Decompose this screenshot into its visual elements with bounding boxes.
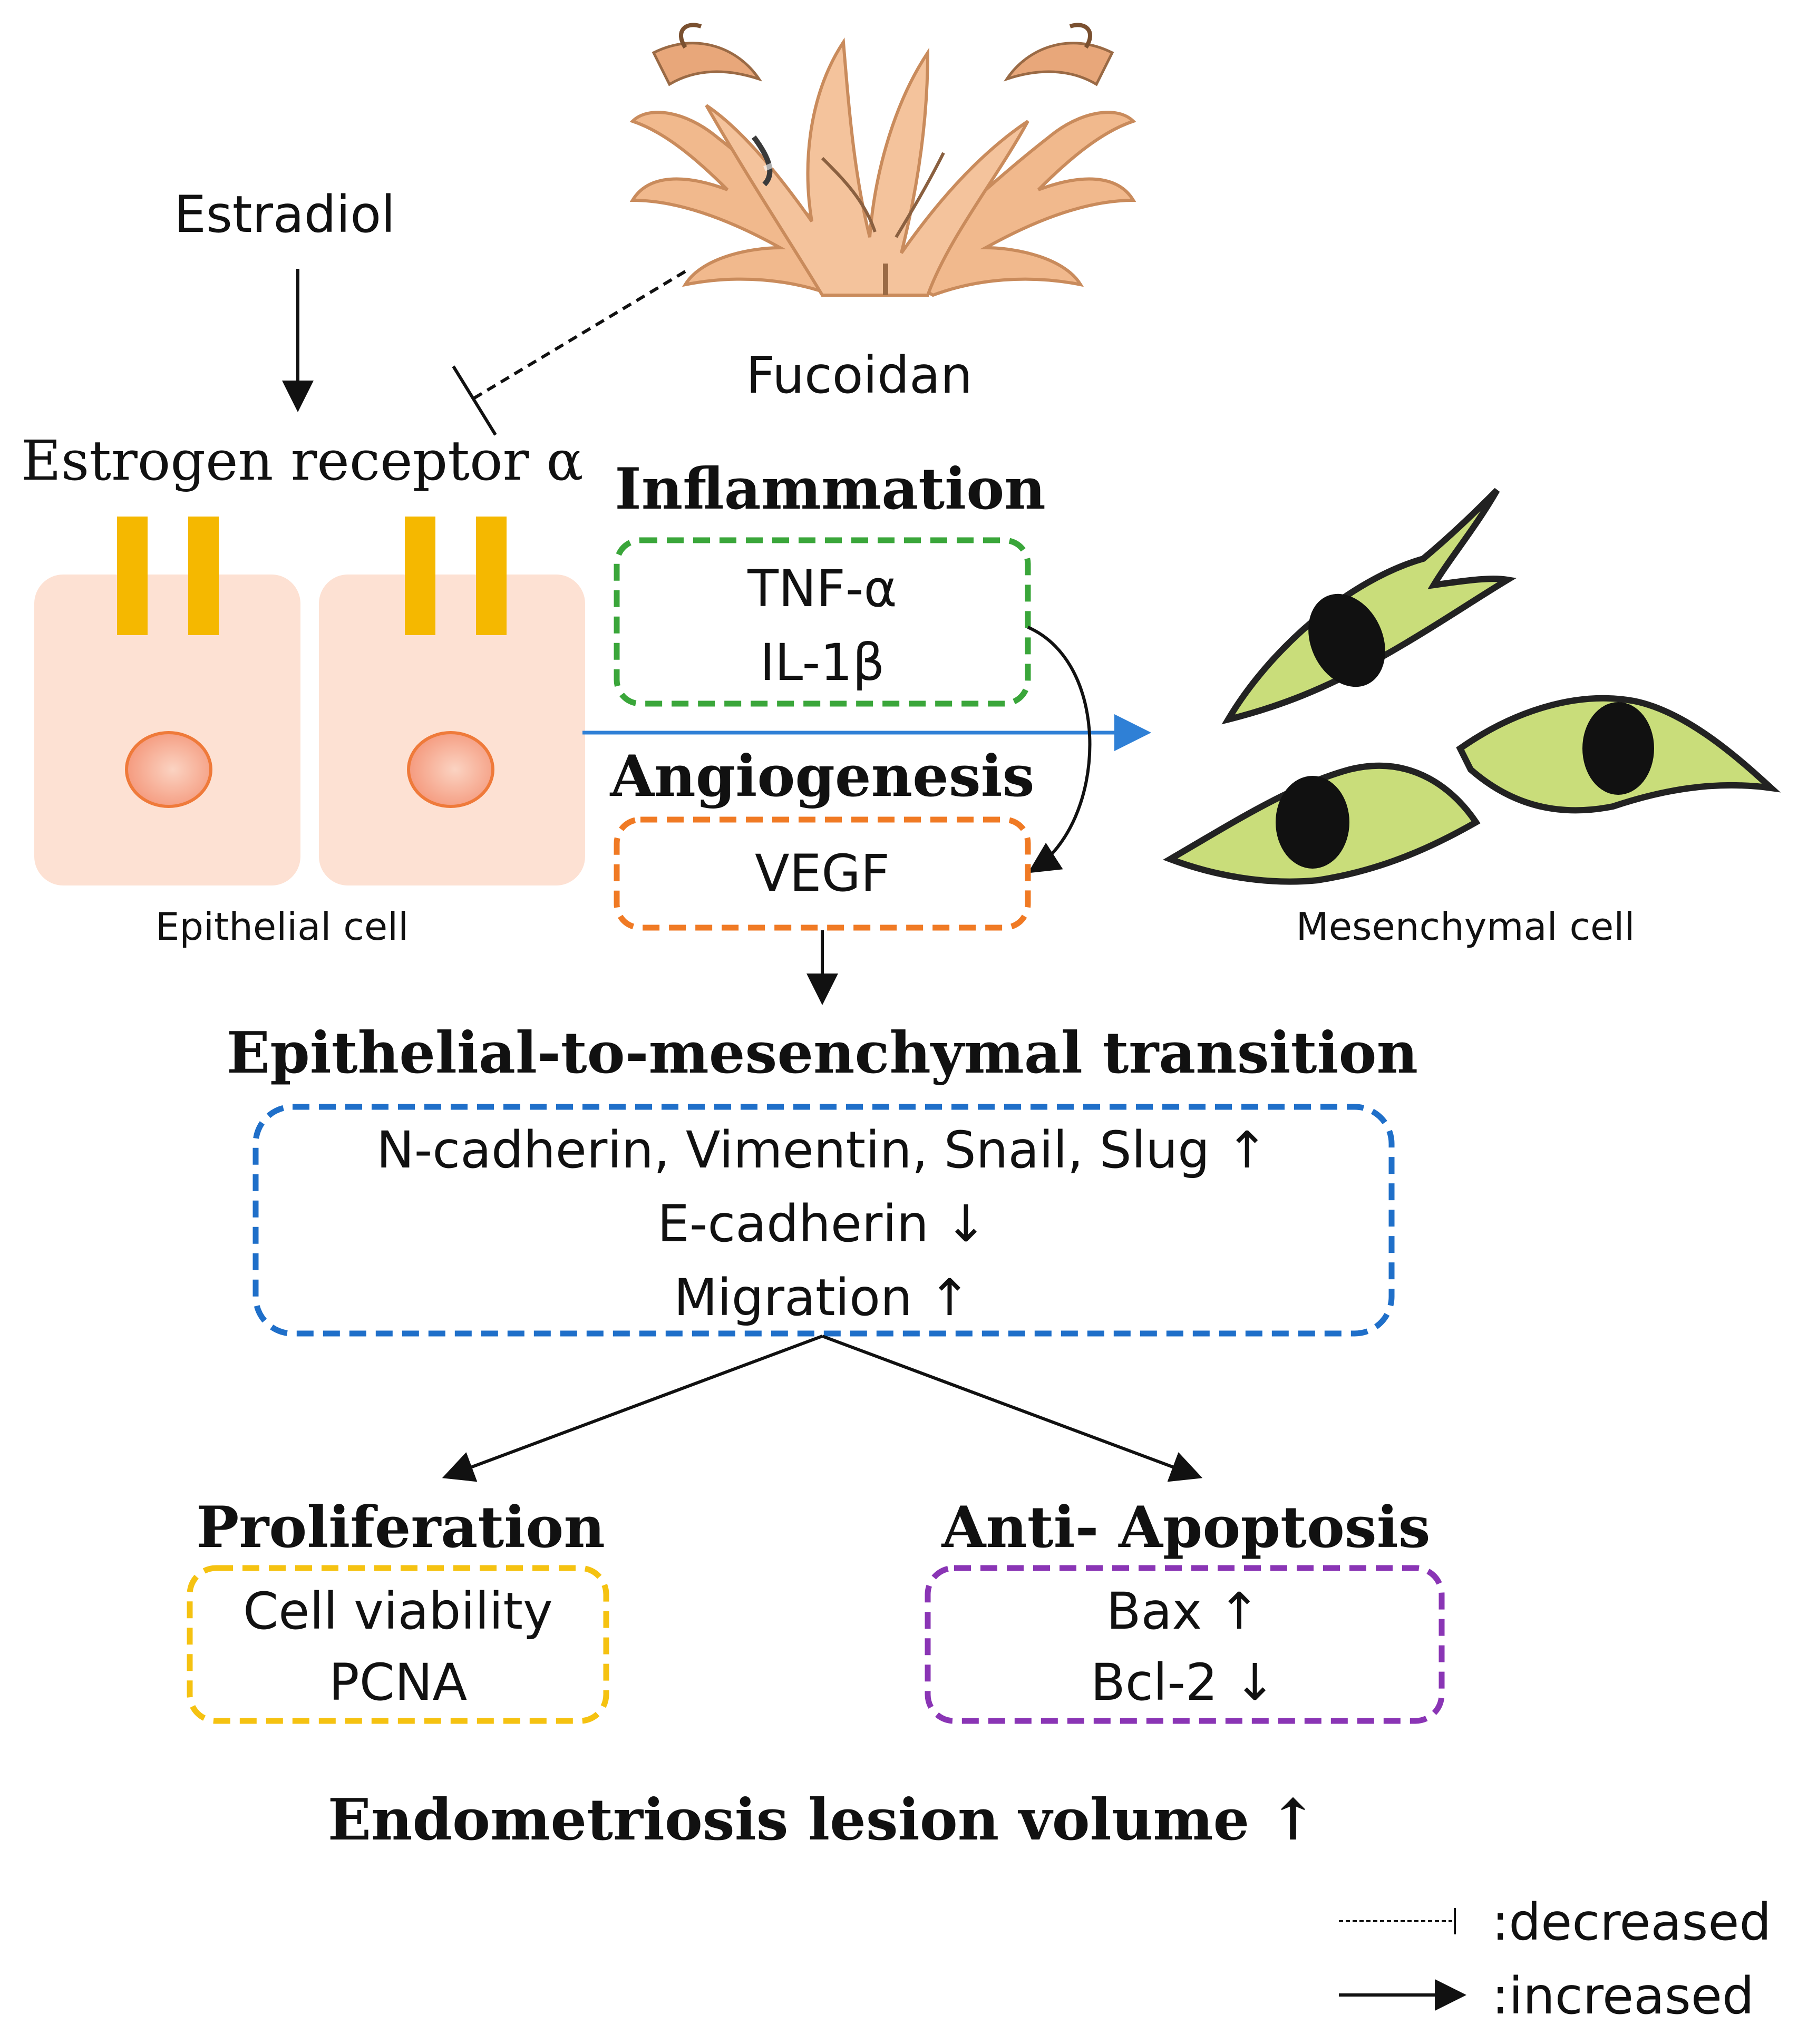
angiogenesis-title: Angiogenesis	[610, 743, 1035, 810]
inflammation-item: IL-1β	[760, 633, 885, 692]
proliferation-item: PCNA	[329, 1653, 467, 1712]
proliferation-item: Cell viability	[243, 1582, 553, 1641]
legend-decreased-label: :decreased	[1492, 1893, 1771, 1952]
receptor-bar	[405, 517, 435, 635]
apoptosis-item: Bax ↑	[1106, 1582, 1260, 1641]
apoptosis-box	[925, 1565, 1445, 1724]
emt-item: N-cadherin, Vimentin, Snail, Slug ↑	[376, 1121, 1268, 1180]
proliferation-title: Proliferation	[196, 1494, 605, 1561]
legend: :decreased :increased	[1339, 1893, 1771, 2026]
receptor-bar	[476, 517, 507, 635]
proliferation-box	[187, 1565, 609, 1724]
mesenchymal-cells	[1163, 488, 1781, 885]
mesenchymal-nucleus	[1582, 702, 1654, 795]
apoptosis-item: Bcl-2 ↓	[1091, 1653, 1276, 1712]
inflammation-to-vegf-arrow	[1027, 626, 1092, 873]
emt-item: Migration ↑	[674, 1268, 971, 1327]
mesenchymal-nucleus	[1276, 776, 1349, 869]
cell-nucleus	[407, 731, 494, 808]
emt-to-apoptosis-arrow	[821, 1335, 1203, 1482]
epithelial-cell-2	[319, 575, 585, 885]
legend-increased-label: :increased	[1492, 1967, 1754, 2026]
mesenchymal-cell-label: Mesenchymal cell	[1296, 904, 1635, 949]
receptor-bar	[117, 517, 148, 635]
inhibition-bar	[452, 365, 497, 436]
epithelial-cell-label: Epithelial cell	[155, 904, 409, 949]
epithelial-cells	[34, 517, 585, 885]
estradiol-label: Estradiol	[174, 185, 395, 244]
fucoidan-seaweed-image	[629, 23, 1136, 297]
emt-to-proliferation-arrow	[442, 1335, 823, 1482]
emt-item: E-cadherin ↓	[657, 1194, 987, 1253]
epithelial-cell-1	[34, 575, 300, 885]
apoptosis-title: Anti- Apoptosis	[941, 1494, 1430, 1561]
fucoidan-label: Fucoidan	[746, 346, 973, 405]
mesenchymal-nucleus	[1308, 593, 1385, 687]
cell-nucleus	[125, 731, 212, 808]
mesenchymal-cell	[1221, 488, 1517, 725]
inflammation-item: TNF-α	[747, 559, 897, 618]
emt-box	[252, 1104, 1395, 1337]
receptor-bar	[188, 517, 219, 635]
outcome-label: Endometriosis lesion volume ↑	[328, 1787, 1317, 1853]
angiogenesis-item: VEGF	[755, 844, 890, 903]
inflammation-box	[614, 537, 1031, 707]
fucoidan-inhibition-line	[473, 270, 686, 400]
emt-title: Epithelial-to-mesenchymal transition	[227, 1020, 1418, 1086]
estrogen-receptor-label: Estrogen receptor α	[21, 429, 584, 493]
angiogenesis-box	[614, 816, 1031, 931]
inflammation-title: Inflammation	[615, 456, 1046, 522]
